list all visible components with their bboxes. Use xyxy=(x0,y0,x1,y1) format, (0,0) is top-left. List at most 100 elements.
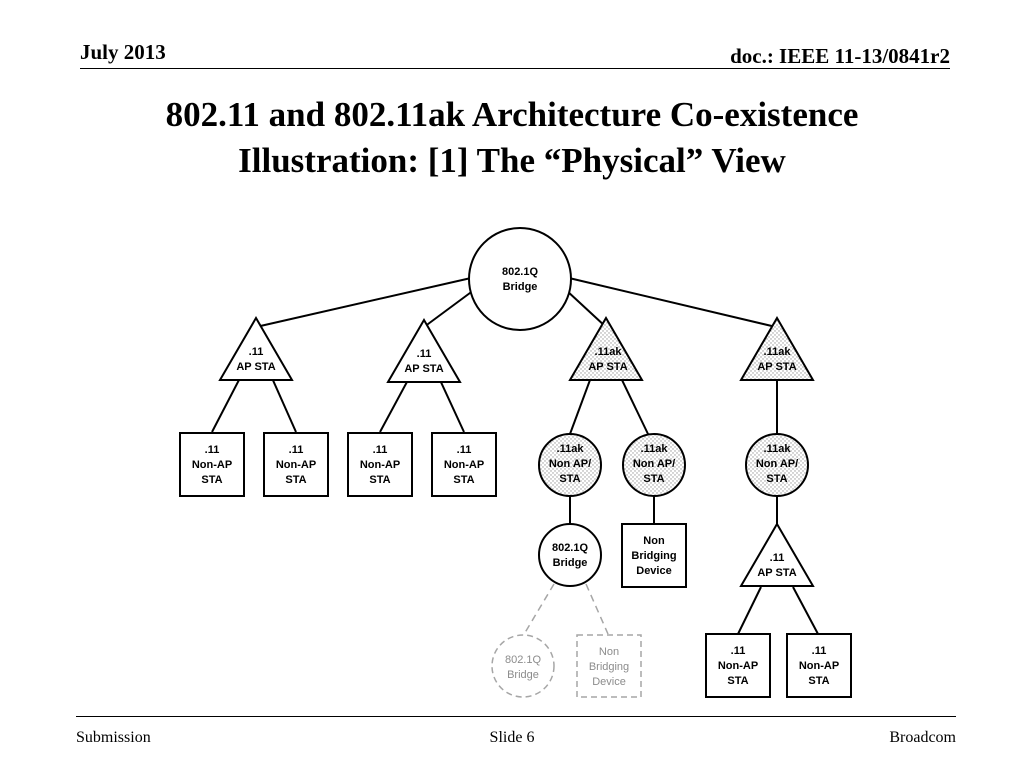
footer-submission: Submission xyxy=(76,729,151,746)
root-bridge-circle xyxy=(468,227,572,331)
sub-bridge-circle xyxy=(538,523,602,587)
ap-11ak-a-label-1: .11ak xyxy=(595,346,623,358)
ghost-bridge-circle xyxy=(491,634,555,698)
ap-11-triangle-b xyxy=(386,318,462,383)
ap-11-b-label-1: .11 xyxy=(417,348,432,360)
ap-11ak-triangle-b xyxy=(739,316,815,381)
sta-11-5-label-3: STA xyxy=(727,675,748,687)
ap-11ak-a-label-2: AP STA xyxy=(588,361,627,373)
sta-11-3-label-2: Non-AP xyxy=(360,459,400,471)
sta-11-node-4: .11 Non-AP STA xyxy=(431,432,497,497)
ap-11-a-label-2: AP STA xyxy=(236,361,275,373)
sta-11-5-label-2: Non-AP xyxy=(718,660,758,672)
sta-11ak-3-label-1: .11ak xyxy=(764,443,792,455)
sta-11-1-label-3: STA xyxy=(201,474,222,486)
link-root-ap-11ak-a xyxy=(565,289,607,328)
sta-11ak-1-label-2: Non AP/ xyxy=(549,458,591,470)
sta-11ak-circle-1 xyxy=(538,433,602,497)
link-root-ap-11-a xyxy=(255,277,472,328)
sta-11ak-1-label-1: .11ak xyxy=(557,443,585,455)
sta-11-node-3: .11 Non-AP STA xyxy=(347,432,413,497)
non-bridging-label-3: Device xyxy=(636,565,671,577)
header-doc-id: doc.: IEEE 11-13/0841r2 xyxy=(730,44,950,68)
sta-11-6-label-1: .11 xyxy=(812,645,827,657)
sta-11-2-label-3: STA xyxy=(285,474,306,486)
ghost-bridge-label-2: Bridge xyxy=(507,669,539,681)
footer-company: Broadcom xyxy=(889,729,956,746)
sta-11ak-circle-3 xyxy=(745,433,809,497)
ghost-bridge-label-1: 802.1Q xyxy=(505,654,542,666)
link-ap-c-sta-5 xyxy=(737,586,762,635)
sta-11-node-1: .11 Non-AP STA xyxy=(179,432,245,497)
sta-11ak-node-3: .11ak Non AP/ STA xyxy=(745,433,809,497)
ghost-bridge-node: 802.1Q Bridge xyxy=(491,634,555,698)
sta-11-3-label-3: STA xyxy=(369,474,390,486)
non-bridging-device-node: Non Bridging Device xyxy=(621,523,687,588)
sta-11-6-label-3: STA xyxy=(808,675,829,687)
ghost-non-bridging-label-1: Non xyxy=(599,646,619,658)
sta-11-4-label-3: STA xyxy=(453,474,474,486)
ap-11-node-b: .11 AP STA xyxy=(386,318,462,383)
sta-11-1-label-1: .11 xyxy=(205,444,220,456)
slide-title-line-2: Illustration: [1] The “Physical” View xyxy=(238,141,786,180)
link-ap-a-sta-2 xyxy=(271,377,297,433)
link-ap-c-sta-6 xyxy=(792,586,819,635)
link-ap-b-sta-3 xyxy=(379,379,409,433)
ghost-non-bridging-label-2: Bridging xyxy=(589,661,629,673)
sta-11ak-2-label-3: STA xyxy=(643,473,664,485)
ap-11-b-label-2: AP STA xyxy=(404,363,443,375)
sta-11ak-1-label-3: STA xyxy=(559,473,580,485)
sta-11-4-label-1: .11 xyxy=(457,444,472,456)
ap-11-triangle-a xyxy=(218,316,294,381)
sta-11ak-3-label-3: STA xyxy=(766,473,787,485)
sta-11-4-label-2: Non-AP xyxy=(444,459,484,471)
sta-11ak-circle-2 xyxy=(622,433,686,497)
root-bridge-label-2: Bridge xyxy=(503,281,538,293)
sta-11-2-label-2: Non-AP xyxy=(276,459,316,471)
ap-11-a-label-1: .11 xyxy=(249,346,264,358)
sta-11-3-label-1: .11 xyxy=(373,444,388,456)
ap-11-node-c: .11 AP STA xyxy=(739,522,815,587)
sta-11ak-node-1: .11ak Non AP/ STA xyxy=(538,433,602,497)
ap-11ak-node-a: .11ak AP STA xyxy=(568,316,644,381)
sub-bridge-node: 802.1Q Bridge xyxy=(538,523,602,587)
sta-11-node-2: .11 Non-AP STA xyxy=(263,432,329,497)
sta-11-2-label-1: .11 xyxy=(289,444,304,456)
sta-11-node-6: .11 Non-AP STA xyxy=(786,633,852,698)
sta-11-node-5: .11 Non-AP STA xyxy=(705,633,771,698)
root-bridge-node: 802.1Q Bridge xyxy=(468,227,572,331)
non-bridging-device-box xyxy=(621,523,687,588)
sta-11ak-2-label-2: Non AP/ xyxy=(633,458,675,470)
sta-11-box-3 xyxy=(347,432,413,497)
sta-11ak-2-label-1: .11ak xyxy=(641,443,669,455)
non-bridging-label-1: Non xyxy=(643,535,665,547)
slide-title-line-1: 802.11 and 802.11ak Architecture Co-exis… xyxy=(165,95,859,134)
ap-11-triangle-c xyxy=(739,522,815,587)
link-ap-a-sta-1 xyxy=(211,377,241,433)
sta-11-1-label-2: Non-AP xyxy=(192,459,232,471)
ap-11-c-label-1: .11 xyxy=(770,552,785,564)
ghost-non-bridging-box xyxy=(576,634,642,698)
sta-11-5-label-1: .11 xyxy=(731,645,746,657)
footer-divider xyxy=(76,716,956,717)
sta-11-6-label-2: Non-AP xyxy=(799,660,839,672)
ap-11ak-b-label-2: AP STA xyxy=(757,361,796,373)
sub-bridge-label-1: 802.1Q xyxy=(552,542,589,554)
sta-11ak-3-label-2: Non AP/ xyxy=(756,458,798,470)
link-bridge-ghost-device xyxy=(585,583,609,635)
slide-title: 802.11 and 802.11ak Architecture Co-exis… xyxy=(40,92,984,184)
link-root-ap-11ak-b xyxy=(568,277,777,328)
ghost-non-bridging-label-3: Device xyxy=(592,676,626,688)
header-divider xyxy=(80,68,950,69)
link-bridge-ghost-bridge xyxy=(522,583,555,637)
root-bridge-label-1: 802.1Q xyxy=(502,266,539,278)
ap-11-c-label-2: AP STA xyxy=(757,567,796,579)
link-ap-ak-a-sta-1 xyxy=(569,379,591,435)
ap-11-node-a: .11 AP STA xyxy=(218,316,294,381)
ap-11ak-b-label-1: .11ak xyxy=(764,346,792,358)
link-root-ap-11-b xyxy=(423,289,475,328)
non-bridging-label-2: Bridging xyxy=(631,550,676,562)
sta-11ak-node-2: .11ak Non AP/ STA xyxy=(622,433,686,497)
ghost-non-bridging-node: Non Bridging Device xyxy=(576,634,642,698)
